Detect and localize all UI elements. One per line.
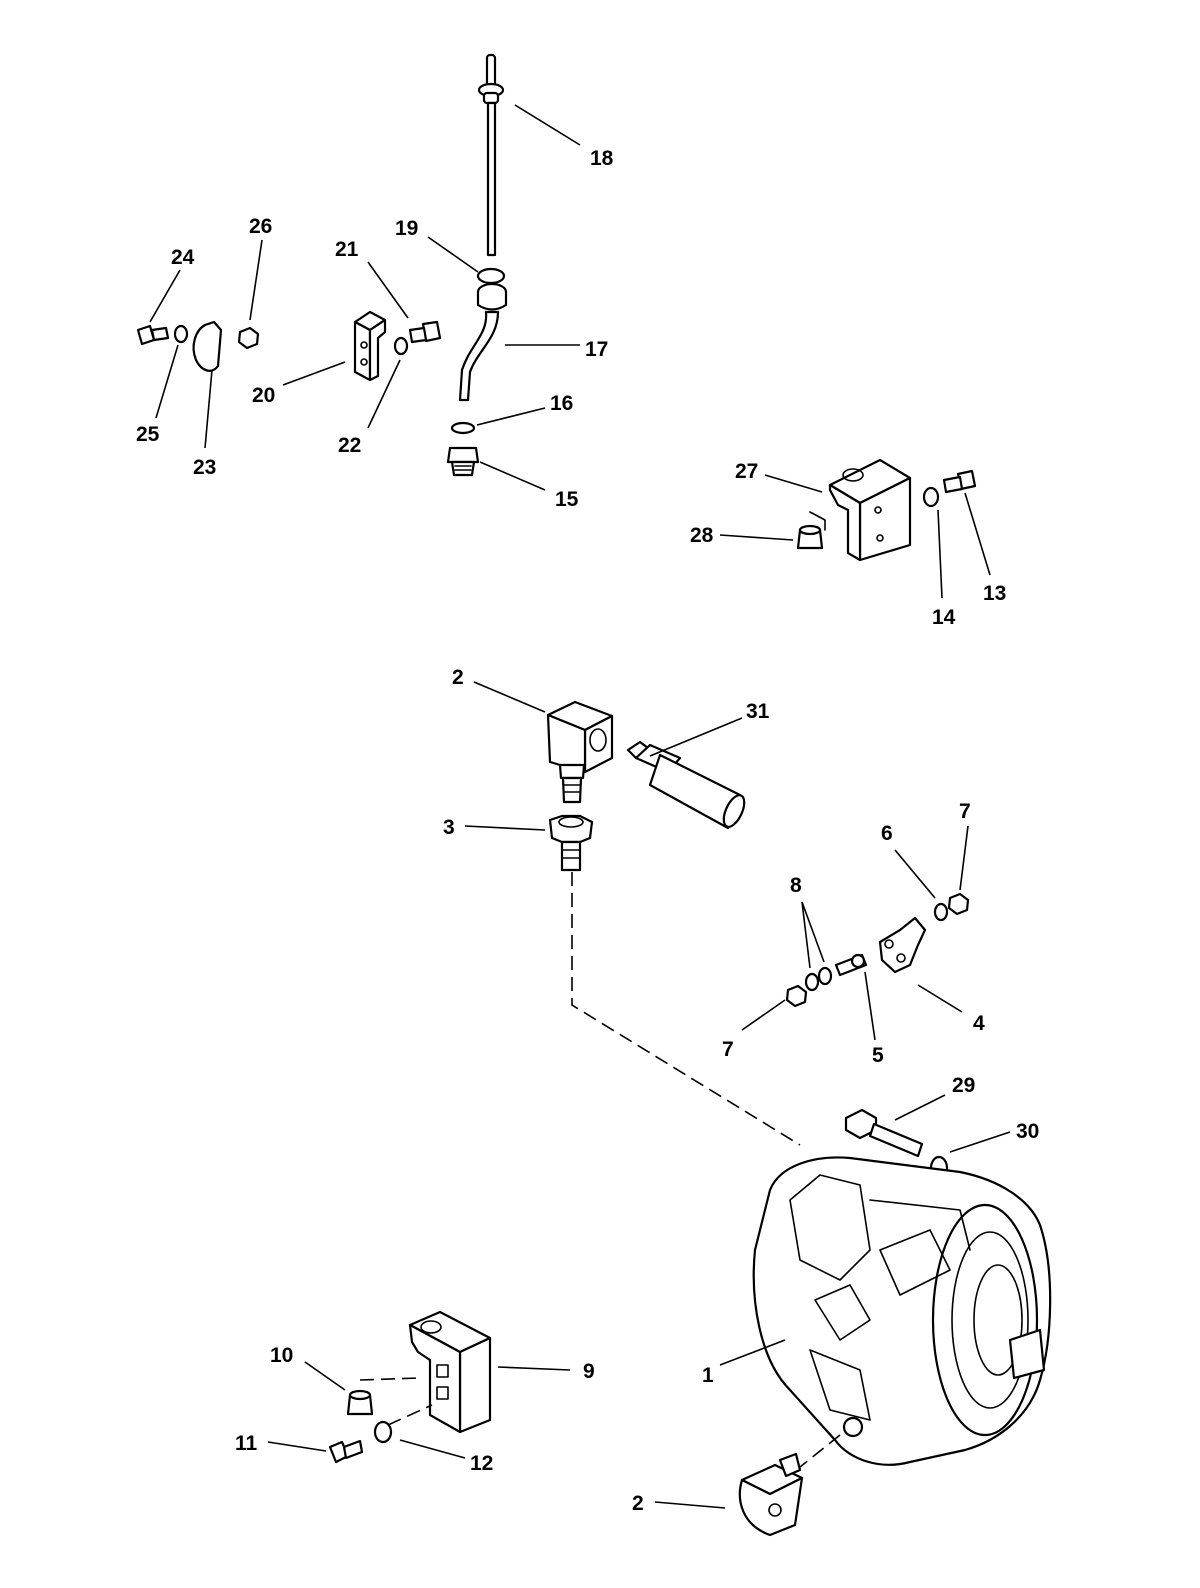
washer-part (933, 902, 949, 922)
callout-18: 18 (590, 147, 614, 170)
callout-2-top: 2 (452, 666, 464, 689)
callout-31: 31 (746, 700, 770, 723)
callout-14: 14 (932, 606, 956, 629)
callout-17: 17 (585, 338, 608, 361)
callout-9: 9 (583, 1360, 595, 1383)
callout-29: 29 (952, 1074, 975, 1097)
callout-30: 30 (1016, 1120, 1039, 1143)
bolt-part (942, 469, 977, 494)
callout-10: 10 (270, 1344, 293, 1367)
stud-part (834, 953, 868, 977)
callout-21: 21 (335, 238, 359, 261)
washer-part (373, 1420, 393, 1444)
callout-25: 25 (136, 423, 160, 446)
lock-washer-part (393, 336, 409, 356)
mount-block-part (809, 458, 912, 562)
transmission-part (752, 1156, 1052, 1466)
dipstick-rod-part (477, 53, 505, 257)
nut-part (785, 984, 808, 1008)
callout-8: 8 (790, 874, 802, 897)
washer-part (173, 324, 189, 344)
callout-4: 4 (973, 1012, 985, 1035)
callout-6: 6 (881, 822, 893, 845)
mount-block-part (359, 1310, 492, 1434)
callout-7-top: 7 (959, 800, 971, 823)
washer-part (804, 972, 820, 992)
callout-2-bottom: 2 (632, 1492, 644, 1515)
callout-23: 23 (193, 456, 216, 479)
callout-22: 22 (338, 434, 361, 457)
bracket-part (353, 310, 387, 382)
washer-part (817, 966, 833, 986)
bushing-part (346, 1389, 374, 1416)
nut-part (237, 326, 260, 350)
callout-20: 20 (252, 384, 275, 407)
callout-7-bottom: 7 (722, 1038, 734, 1061)
o-ring-part (476, 267, 506, 285)
bolt-part (844, 1108, 924, 1158)
callout-13: 13 (983, 582, 1006, 605)
nut-part (947, 892, 970, 916)
bushing-part (796, 524, 824, 550)
callout-1: 1 (702, 1364, 714, 1387)
callout-5: 5 (872, 1044, 884, 1067)
assembly-line (571, 872, 801, 1146)
washer-part (922, 486, 940, 508)
callout-19: 19 (395, 217, 418, 240)
callout-11: 11 (235, 1432, 258, 1455)
callout-3: 3 (443, 816, 455, 839)
callout-24: 24 (171, 246, 195, 269)
washer-part (450, 421, 476, 435)
callout-26: 26 (249, 215, 272, 238)
screw-part (328, 1439, 364, 1464)
elbow-fitting-part (738, 1452, 804, 1537)
callout-12: 12 (470, 1452, 493, 1475)
tube-fitting-part (446, 446, 480, 477)
plate-part (878, 916, 927, 974)
callout-15: 15 (555, 488, 579, 511)
clip-part (192, 320, 223, 372)
bolt-part (408, 320, 442, 344)
elbow-fitting-part (546, 700, 614, 804)
screw-part (136, 324, 170, 346)
dipstick-tube-part (458, 282, 508, 402)
adapter-fitting-part (548, 814, 594, 872)
hose-fitting-part (626, 740, 746, 830)
callout-labels: 1 2 2 3 4 5 6 7 7 8 9 10 11 12 13 14 15 … (136, 147, 1039, 1515)
callout-27: 27 (735, 460, 758, 483)
leader-lines (149, 104, 1011, 1509)
callout-16: 16 (550, 392, 573, 415)
callout-28: 28 (690, 524, 714, 547)
